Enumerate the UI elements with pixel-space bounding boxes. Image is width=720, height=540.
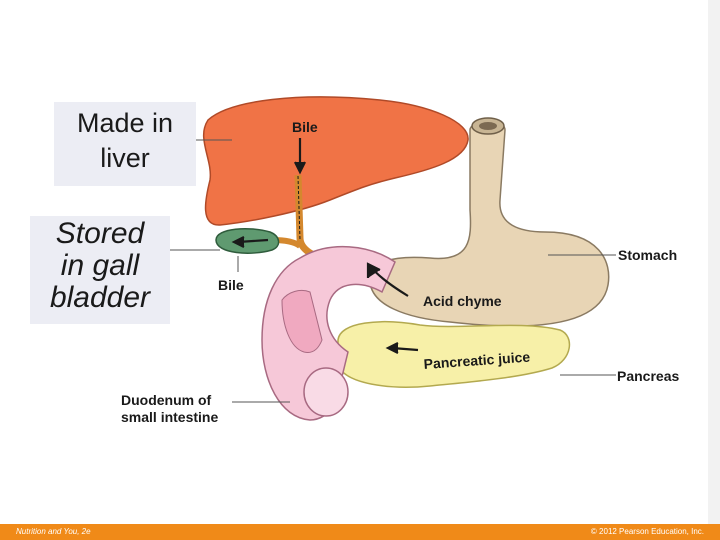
callout-stored-line3: bladder (49, 281, 151, 314)
callout-stored-line2: in gall (60, 249, 140, 282)
callout-stored-in-gall-bladder: Stored in gall bladder (30, 216, 170, 324)
leader-lines (170, 139, 616, 403)
label-duodenum-line2: small intestine (121, 409, 218, 425)
duodenum (261, 245, 396, 421)
footer-copyright: © 2012 Pearson Education, Inc. (590, 527, 704, 536)
callout-stored-line1: Stored (55, 217, 145, 250)
pancreas (337, 321, 571, 388)
callout-made-line1: Made in (76, 108, 174, 138)
duodenum-opening (303, 367, 349, 417)
label-bile-bottom: Bile (218, 277, 244, 293)
label-duodenum-line1: Duodenum of (121, 392, 212, 408)
callout-made-line2: liver (100, 143, 150, 173)
label-pancreatic-juice: Pancreatic juice (423, 349, 531, 372)
right-edge-strip (708, 0, 720, 540)
label-bile-top: Bile (292, 119, 318, 135)
callout-made-in-liver: Made in liver (54, 102, 196, 186)
label-acid-chyme: Acid chyme (423, 293, 502, 309)
label-pancreas: Pancreas (617, 368, 679, 384)
footer-book-title: Nutrition and You, 2e (16, 527, 91, 536)
label-stomach: Stomach (618, 247, 677, 263)
footer-bar: Nutrition and You, 2e © 2012 Pearson Edu… (0, 524, 720, 540)
liver (203, 96, 469, 226)
flow-arrows (231, 138, 419, 354)
